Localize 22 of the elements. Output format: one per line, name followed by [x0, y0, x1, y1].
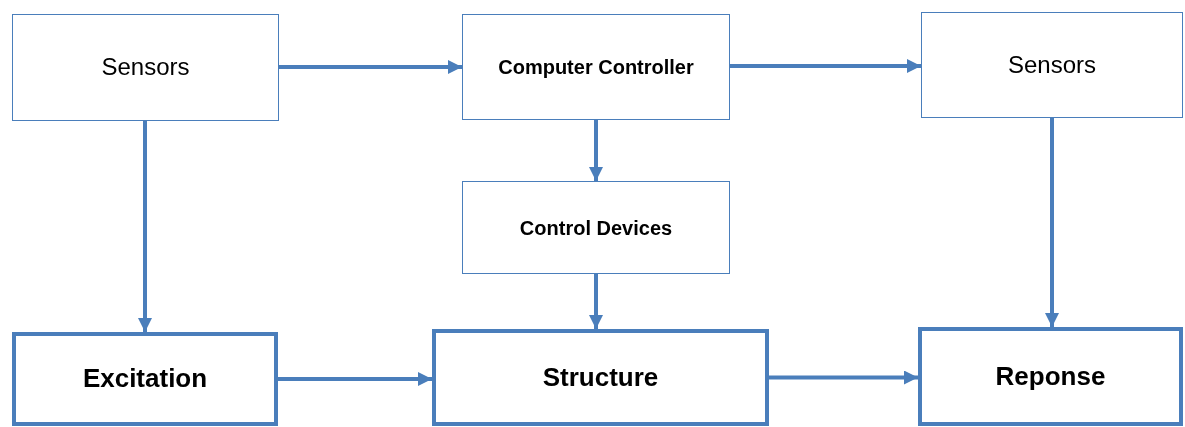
node-label: Structure [542, 361, 659, 394]
process-box [12, 332, 278, 426]
arrow [769, 370, 918, 385]
arrow [1045, 118, 1059, 327]
node-label: Sensors [1007, 50, 1096, 80]
process-box [462, 14, 730, 120]
arrow [730, 59, 921, 73]
node-label: Excitation [82, 363, 208, 395]
process-box [12, 14, 279, 121]
arrow [589, 120, 603, 181]
process-box [432, 329, 769, 426]
arrow [278, 372, 432, 386]
process-box [921, 12, 1183, 118]
node-label: Control Devices [519, 215, 673, 240]
arrow [589, 274, 603, 329]
node-label: Computer Controller [498, 55, 694, 79]
node-label: Sensors [101, 53, 190, 82]
arrow [138, 121, 152, 332]
node-label: Reponse [995, 360, 1106, 393]
process-box [918, 327, 1183, 426]
process-box [462, 181, 730, 274]
arrow [279, 60, 462, 74]
